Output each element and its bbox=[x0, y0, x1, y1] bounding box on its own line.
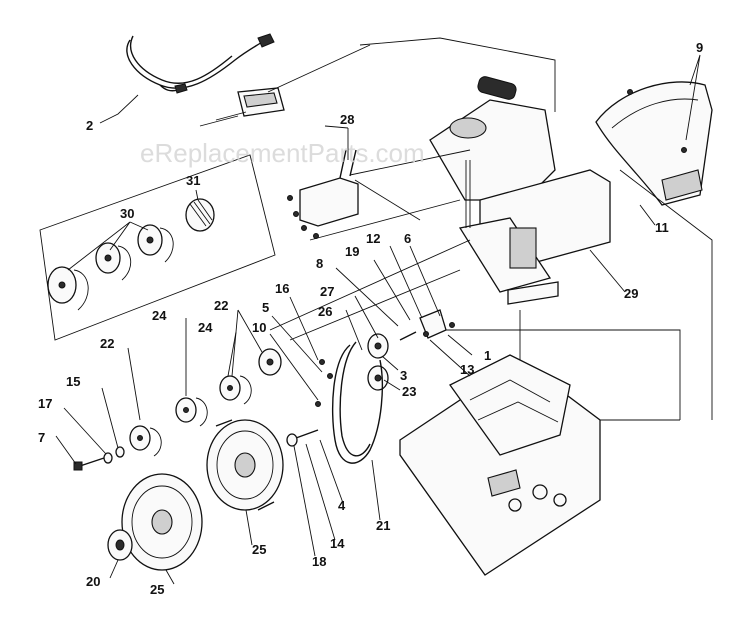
hardware-small bbox=[286, 359, 333, 447]
callout-15: 15 bbox=[66, 374, 80, 389]
callout-14: 14 bbox=[330, 536, 345, 551]
callout-2: 2 bbox=[86, 118, 93, 133]
watermark: eReplacementParts.com bbox=[140, 138, 425, 168]
drive-belt bbox=[331, 341, 384, 464]
pulley-cover bbox=[595, 81, 713, 206]
callout-7: 7 bbox=[38, 430, 45, 445]
callout-5: 5 bbox=[262, 300, 269, 315]
callout-11: 11 bbox=[655, 220, 669, 235]
auger-pulley bbox=[206, 419, 284, 511]
callout-24-b: 24 bbox=[198, 320, 213, 335]
callout-labels: 2 28 31 30 9 11 29 12 6 19 8 27 16 5 26 … bbox=[38, 40, 703, 597]
pulley-bolt bbox=[73, 446, 125, 471]
engine-pulley bbox=[367, 333, 389, 391]
callout-31: 31 bbox=[186, 173, 200, 188]
switch-box bbox=[199, 87, 285, 127]
pulley-hub bbox=[107, 529, 133, 561]
callout-6: 6 bbox=[404, 231, 411, 246]
frame-plate bbox=[399, 354, 601, 576]
power-cord bbox=[126, 33, 275, 94]
callout-22-b: 22 bbox=[100, 336, 114, 351]
impeller-pulley-group bbox=[39, 154, 276, 341]
callout-20: 20 bbox=[86, 574, 100, 589]
callout-17: 17 bbox=[38, 396, 52, 411]
callout-8: 8 bbox=[316, 256, 323, 271]
callout-25: 25 bbox=[150, 582, 164, 597]
callout-21: 21 bbox=[376, 518, 390, 533]
callout-29: 29 bbox=[624, 286, 638, 301]
callout-26: 26 bbox=[318, 304, 332, 319]
callout-4: 4 bbox=[338, 498, 346, 513]
callout-27: 27 bbox=[320, 284, 334, 299]
callout-22: 22 bbox=[214, 298, 228, 313]
callout-1: 1 bbox=[484, 348, 491, 363]
callout-16: 16 bbox=[275, 281, 289, 296]
callout-30: 30 bbox=[120, 206, 134, 221]
engine bbox=[429, 76, 611, 305]
callout-10: 10 bbox=[252, 320, 266, 335]
callout-13: 13 bbox=[460, 362, 474, 377]
callout-19: 19 bbox=[345, 244, 359, 259]
callout-9: 9 bbox=[696, 40, 703, 55]
guide-lines bbox=[267, 37, 713, 421]
callout-12: 12 bbox=[366, 231, 380, 246]
callout-23: 23 bbox=[402, 384, 416, 399]
callout-24: 24 bbox=[152, 308, 167, 323]
idler-bracket bbox=[399, 309, 455, 341]
callout-18: 18 bbox=[312, 554, 326, 569]
leader-lines bbox=[55, 54, 701, 585]
traction-pulley bbox=[121, 473, 203, 571]
mounting-bracket bbox=[287, 149, 359, 239]
callout-28: 28 bbox=[340, 112, 354, 127]
callout-3: 3 bbox=[400, 368, 407, 383]
belt-guides bbox=[129, 348, 282, 457]
callout-25-b: 25 bbox=[252, 542, 266, 557]
